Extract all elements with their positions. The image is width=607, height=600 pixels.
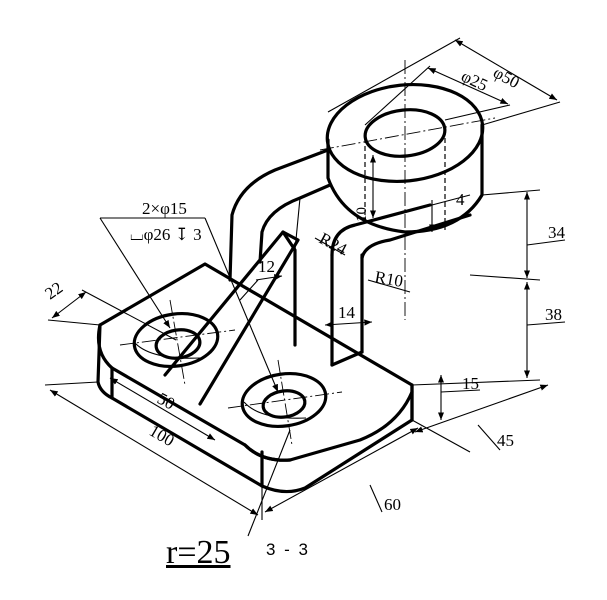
dimension-lines xyxy=(44,37,566,537)
radius-caption: r=25 xyxy=(166,534,231,571)
dim-phi50: φ50 xyxy=(490,63,523,92)
right-counterbore-hole xyxy=(227,359,343,446)
dim-50: 50 xyxy=(154,389,178,414)
dim-r10: R10 xyxy=(373,267,404,291)
dim-10: 10 xyxy=(354,207,370,222)
dim-15: 15 xyxy=(462,374,479,393)
figure-number: 3 - 3 xyxy=(266,540,311,559)
dim-r24: R24 xyxy=(316,229,350,259)
dim-phi25: φ25 xyxy=(458,66,490,95)
upright-body xyxy=(228,148,472,367)
dim-12: 12 xyxy=(258,257,275,276)
dim-4: 4 xyxy=(456,190,465,209)
dim-14: 14 xyxy=(338,303,356,322)
top-cylinder-boss xyxy=(319,60,496,320)
dim-counterbore: ⌴φ26 ↧ 3 xyxy=(130,225,202,244)
dim-60: 60 xyxy=(384,495,401,514)
dim-holes: 2×φ15 xyxy=(142,199,187,218)
dim-38: 38 xyxy=(545,305,562,324)
dim-100: 100 xyxy=(146,421,178,450)
dim-45: 45 xyxy=(497,431,514,450)
dim-22: 22 xyxy=(41,278,66,303)
dim-34: 34 xyxy=(548,223,566,242)
